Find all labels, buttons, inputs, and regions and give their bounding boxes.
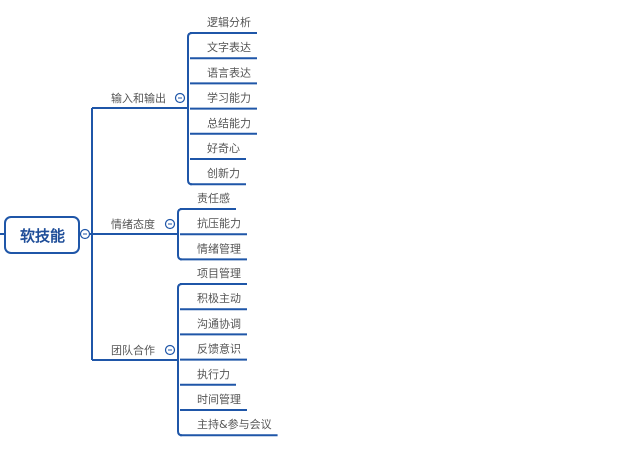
branch-label[interactable]: 情绪态度 bbox=[111, 217, 155, 231]
branch-collapse-button[interactable] bbox=[174, 92, 186, 104]
root-collapse-button[interactable] bbox=[79, 228, 91, 240]
leaf-bracket bbox=[177, 208, 183, 261]
branch-collapse-button[interactable] bbox=[164, 344, 176, 356]
leaf-label[interactable]: 责任感 bbox=[197, 192, 230, 205]
branch-label[interactable]: 输入和输出 bbox=[111, 91, 166, 105]
leaf-label[interactable]: 总结能力 bbox=[207, 116, 251, 130]
leaf-label[interactable]: 项目管理 bbox=[197, 266, 241, 280]
leaf-label[interactable]: 情绪管理 bbox=[197, 241, 241, 255]
leaf-label[interactable]: 逻辑分析 bbox=[207, 15, 251, 29]
branch-label[interactable]: 团队合作 bbox=[111, 343, 155, 357]
leaf-label[interactable]: 积极主动 bbox=[197, 291, 241, 305]
leaf-bracket bbox=[187, 32, 193, 186]
leaf-label[interactable]: 执行力 bbox=[197, 367, 230, 381]
leaf-label[interactable]: 好奇心 bbox=[207, 141, 240, 155]
leaf-label[interactable]: 创新力 bbox=[207, 166, 240, 180]
root-label: 软技能 bbox=[20, 227, 65, 245]
leaf-label[interactable]: 时间管理 bbox=[197, 392, 241, 406]
leaf-label[interactable]: 主持&参与会议 bbox=[197, 417, 272, 431]
branch-collapse-button[interactable] bbox=[164, 218, 176, 230]
leaf-label[interactable]: 抗压能力 bbox=[197, 216, 241, 230]
leaf-label[interactable]: 沟通协调 bbox=[197, 316, 241, 330]
leaf-label[interactable]: 文字表达 bbox=[207, 40, 251, 54]
leaf-label[interactable]: 反馈意识 bbox=[197, 342, 241, 356]
leaf-label[interactable]: 语言表达 bbox=[207, 65, 251, 79]
leaf-bracket bbox=[177, 283, 183, 437]
leaf-label[interactable]: 学习能力 bbox=[207, 91, 251, 105]
